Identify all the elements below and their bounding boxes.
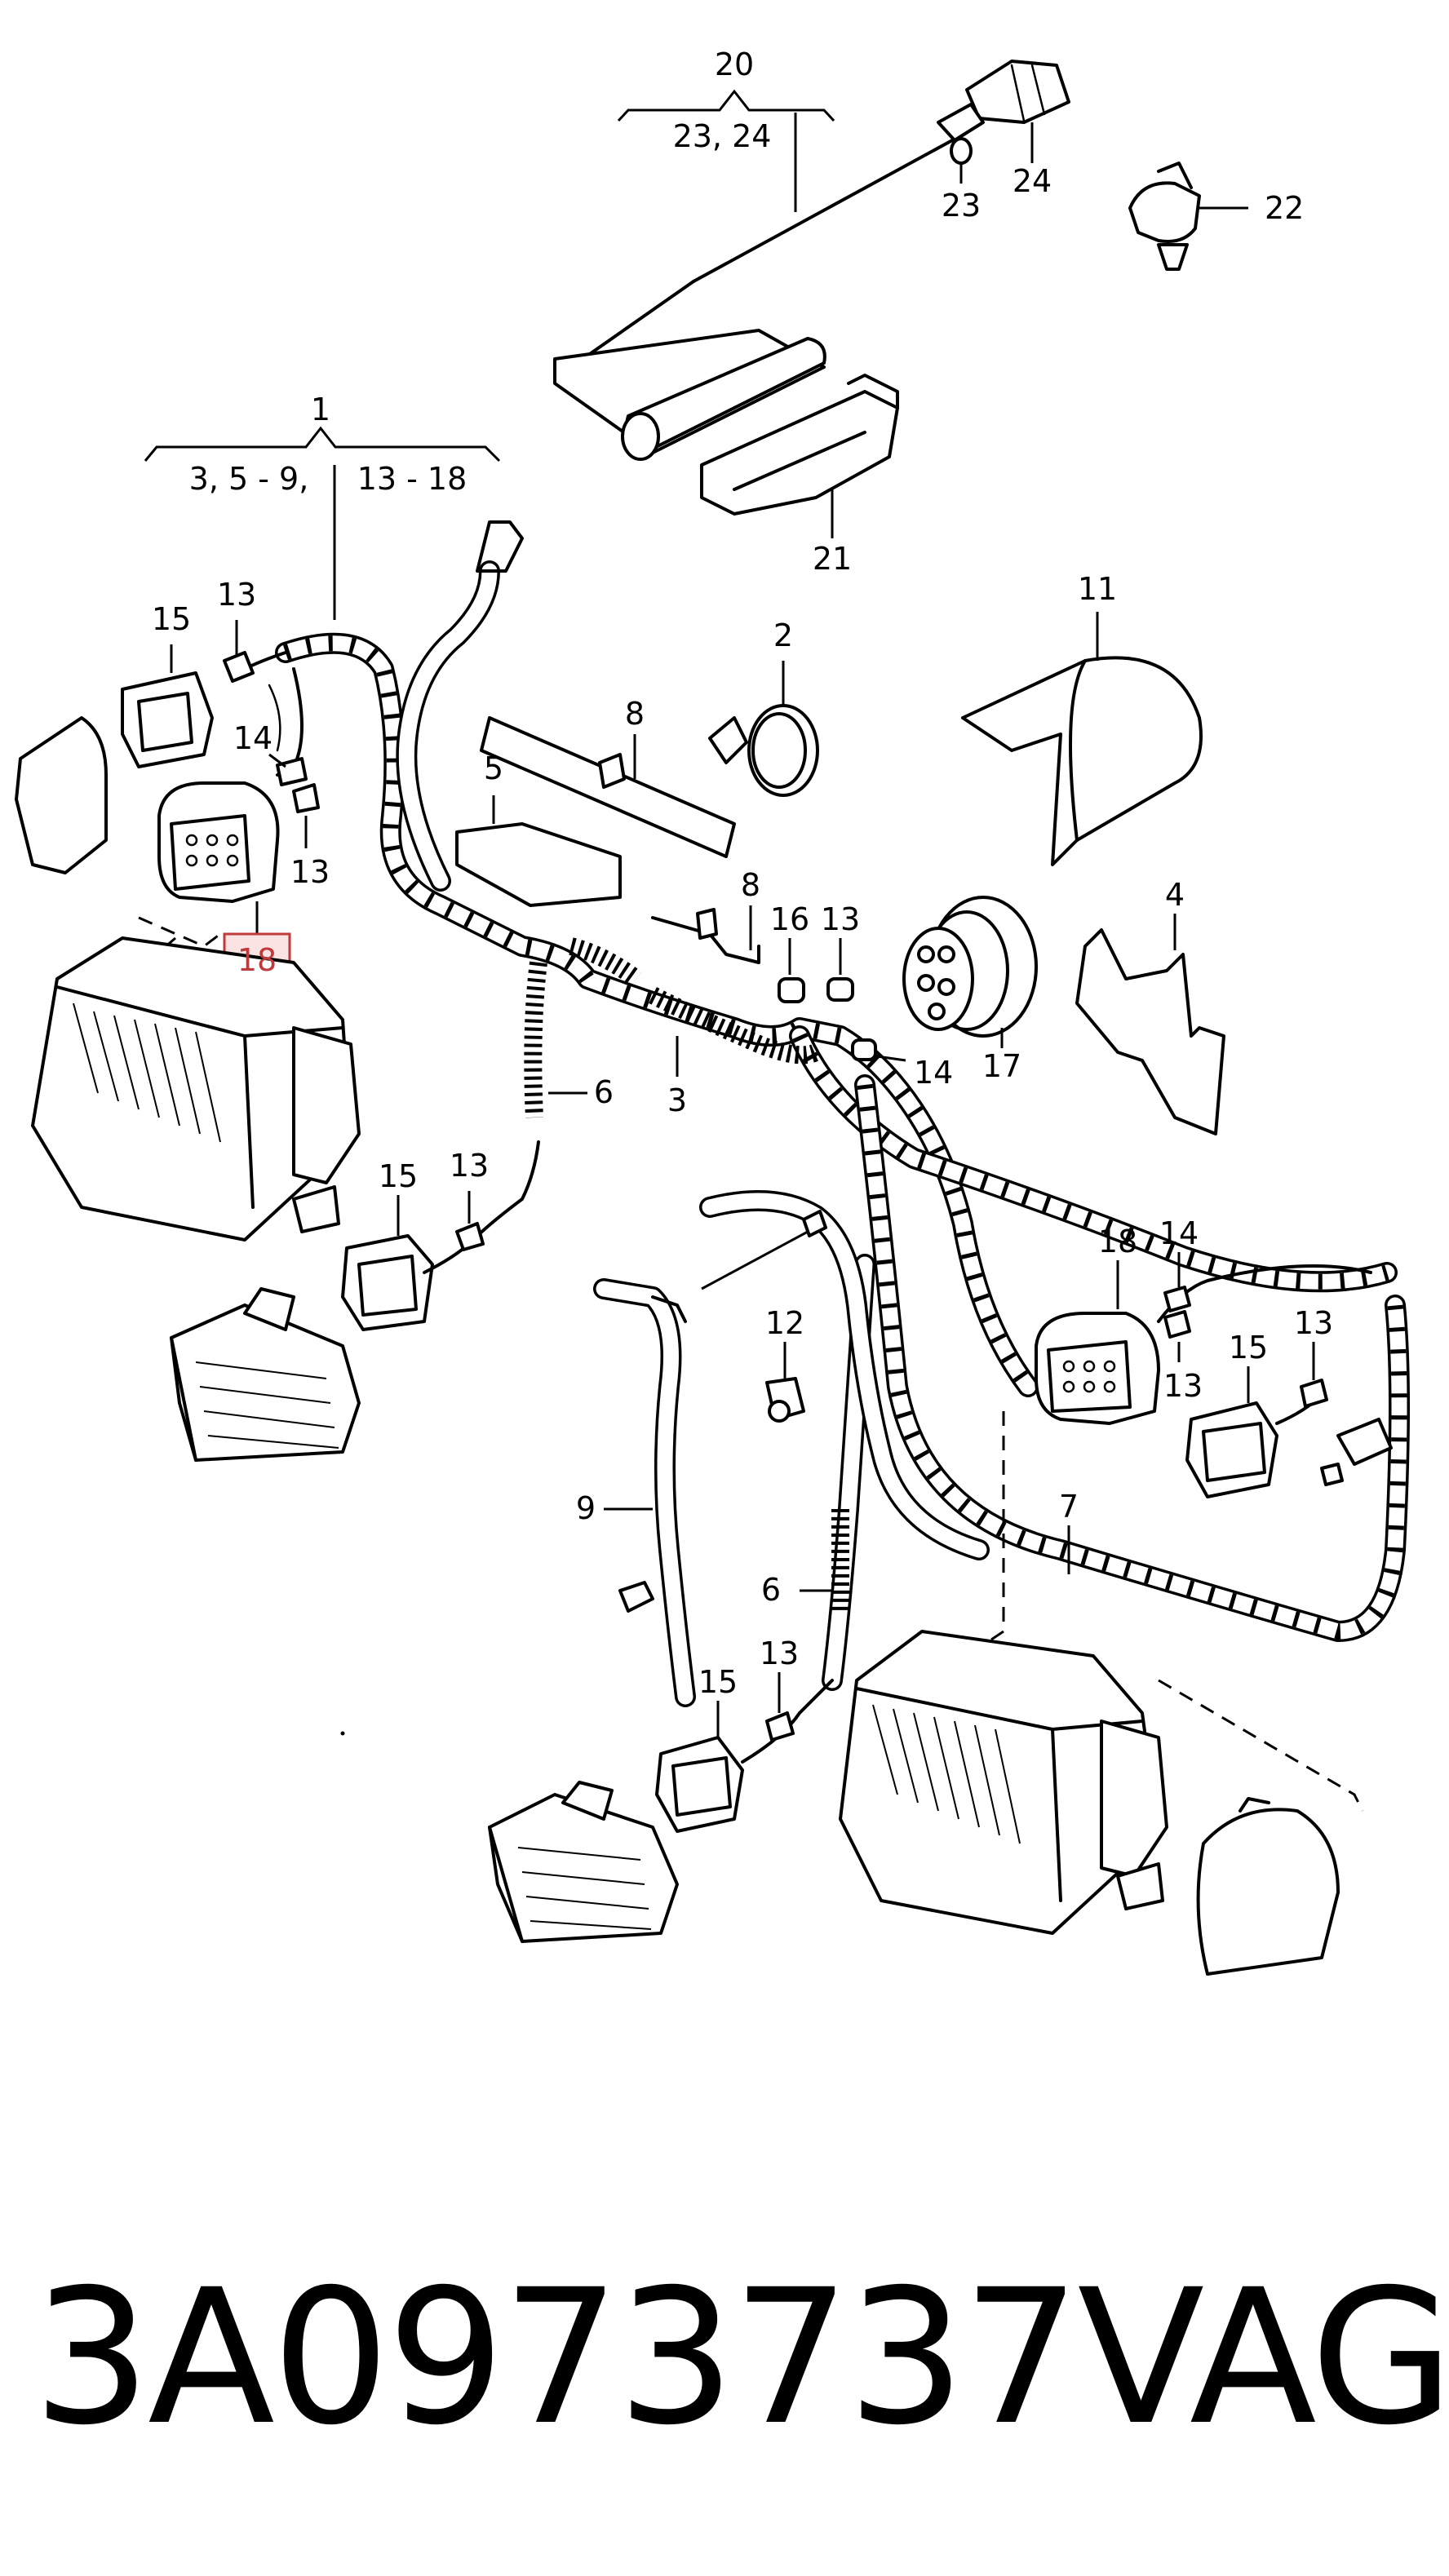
pin-13-right-b bbox=[1300, 1342, 1328, 1408]
callout-20: 20 bbox=[715, 46, 754, 82]
callout-11: 11 bbox=[1078, 571, 1117, 607]
callout-15-d: 15 bbox=[698, 1664, 738, 1700]
clip-22 bbox=[1128, 162, 1248, 271]
callout-1-bracket bbox=[144, 426, 501, 463]
corrugated-tube-3 bbox=[569, 937, 820, 1077]
clip-right-end bbox=[1320, 1418, 1393, 1486]
callout-3: 3 bbox=[667, 1082, 687, 1118]
clip-8-upper bbox=[598, 734, 636, 789]
callout-15-c: 15 bbox=[1229, 1330, 1268, 1365]
pin-14-grommet bbox=[851, 1038, 906, 1062]
clip-8-lower bbox=[651, 905, 760, 964]
callout-17: 17 bbox=[982, 1048, 1021, 1084]
callout-6-b: 6 bbox=[761, 1572, 781, 1608]
side-lens-right bbox=[1196, 1797, 1340, 1976]
sleeve-5 bbox=[455, 716, 736, 907]
part-caption: 3A0973737 VAG bbox=[33, 2235, 1449, 2480]
callout-13-c: 13 bbox=[821, 901, 860, 937]
pin-14-right bbox=[1163, 1252, 1191, 1312]
protective-cap-11 bbox=[961, 612, 1203, 866]
hose-upper-bracket bbox=[699, 1190, 990, 1560]
callout-8-b: 8 bbox=[741, 867, 760, 903]
pin-13-right-a bbox=[1163, 1310, 1191, 1362]
wiring-harness-1 bbox=[243, 520, 1410, 1691]
corrugated-tube-6-lower bbox=[800, 1509, 849, 1615]
callout-15-a: 15 bbox=[152, 601, 191, 637]
connector-15-mid-left bbox=[341, 1191, 485, 1331]
connector-15-lower bbox=[655, 1679, 834, 1833]
plug-16 bbox=[778, 938, 805, 1003]
side-lens-left bbox=[15, 716, 108, 874]
callout-13-d: 13 bbox=[450, 1148, 489, 1184]
callout-21: 21 bbox=[813, 541, 852, 577]
callout-15-b: 15 bbox=[379, 1158, 418, 1194]
callout-23: 23 bbox=[942, 188, 981, 224]
callout-13-a: 13 bbox=[217, 577, 256, 613]
pin-13-grommet bbox=[826, 938, 854, 1002]
callout-14-b: 14 bbox=[914, 1055, 953, 1091]
callout-8-a: 8 bbox=[625, 696, 645, 732]
callout-labels: 20 23, 24 24 23 22 21 1 3, 5 - 9, 13 - 1… bbox=[152, 46, 1333, 1700]
hose-9 bbox=[593, 1278, 696, 1707]
callout-22: 22 bbox=[1265, 190, 1304, 226]
callout-16: 16 bbox=[770, 901, 809, 937]
connector-15-right bbox=[1185, 1366, 1323, 1498]
callout-13-b: 13 bbox=[290, 854, 330, 890]
bracket-21 bbox=[700, 374, 899, 538]
callout-12: 12 bbox=[765, 1305, 804, 1341]
callout-4: 4 bbox=[1165, 877, 1185, 913]
callout-13-f: 13 bbox=[1294, 1305, 1333, 1341]
callout-1-sub-b: 13 - 18 bbox=[357, 461, 467, 497]
fog-lamp-left bbox=[170, 1287, 361, 1462]
bracket-4 bbox=[1075, 914, 1225, 1135]
callout-1-sub-a: 3, 5 - 9, bbox=[189, 461, 309, 497]
headlight-right bbox=[839, 1411, 1364, 1935]
callout-5: 5 bbox=[484, 750, 503, 786]
callout-24: 24 bbox=[1013, 163, 1052, 199]
callout-14-c: 14 bbox=[1159, 1215, 1199, 1251]
fog-lamp-lower bbox=[488, 1781, 679, 1943]
callout-9: 9 bbox=[576, 1490, 596, 1526]
callout-13-e: 13 bbox=[1163, 1368, 1203, 1404]
callout-20-sub: 23, 24 bbox=[673, 118, 772, 154]
pin-14-upper-left bbox=[268, 753, 308, 786]
cable-plug-assembly-20 bbox=[553, 60, 1070, 461]
cable-tie-2 bbox=[708, 661, 819, 797]
callout-14-a: 14 bbox=[233, 720, 273, 756]
part-number: 3A0973737 bbox=[33, 2249, 1080, 2466]
callout-18-b: 18 bbox=[1098, 1224, 1137, 1259]
grommet-17 bbox=[902, 896, 1038, 1048]
headlight-left bbox=[31, 916, 361, 1242]
bulb-12 bbox=[765, 1342, 805, 1423]
pin-13-lower bbox=[765, 1672, 795, 1742]
callout-18-a: 18 bbox=[237, 942, 277, 978]
brand-name: VAG bbox=[1077, 2249, 1449, 2466]
callout-2: 2 bbox=[773, 617, 793, 653]
connector-18-upper-left bbox=[157, 781, 320, 934]
corrugated-tube-6-upper bbox=[472, 961, 587, 1242]
callout-13-g: 13 bbox=[760, 1635, 799, 1671]
stray-dot bbox=[340, 1731, 345, 1736]
callout-1: 1 bbox=[311, 392, 330, 427]
callout-6-a: 6 bbox=[594, 1074, 614, 1110]
connector-15-upper-left bbox=[121, 620, 255, 768]
callout-7: 7 bbox=[1059, 1489, 1079, 1525]
